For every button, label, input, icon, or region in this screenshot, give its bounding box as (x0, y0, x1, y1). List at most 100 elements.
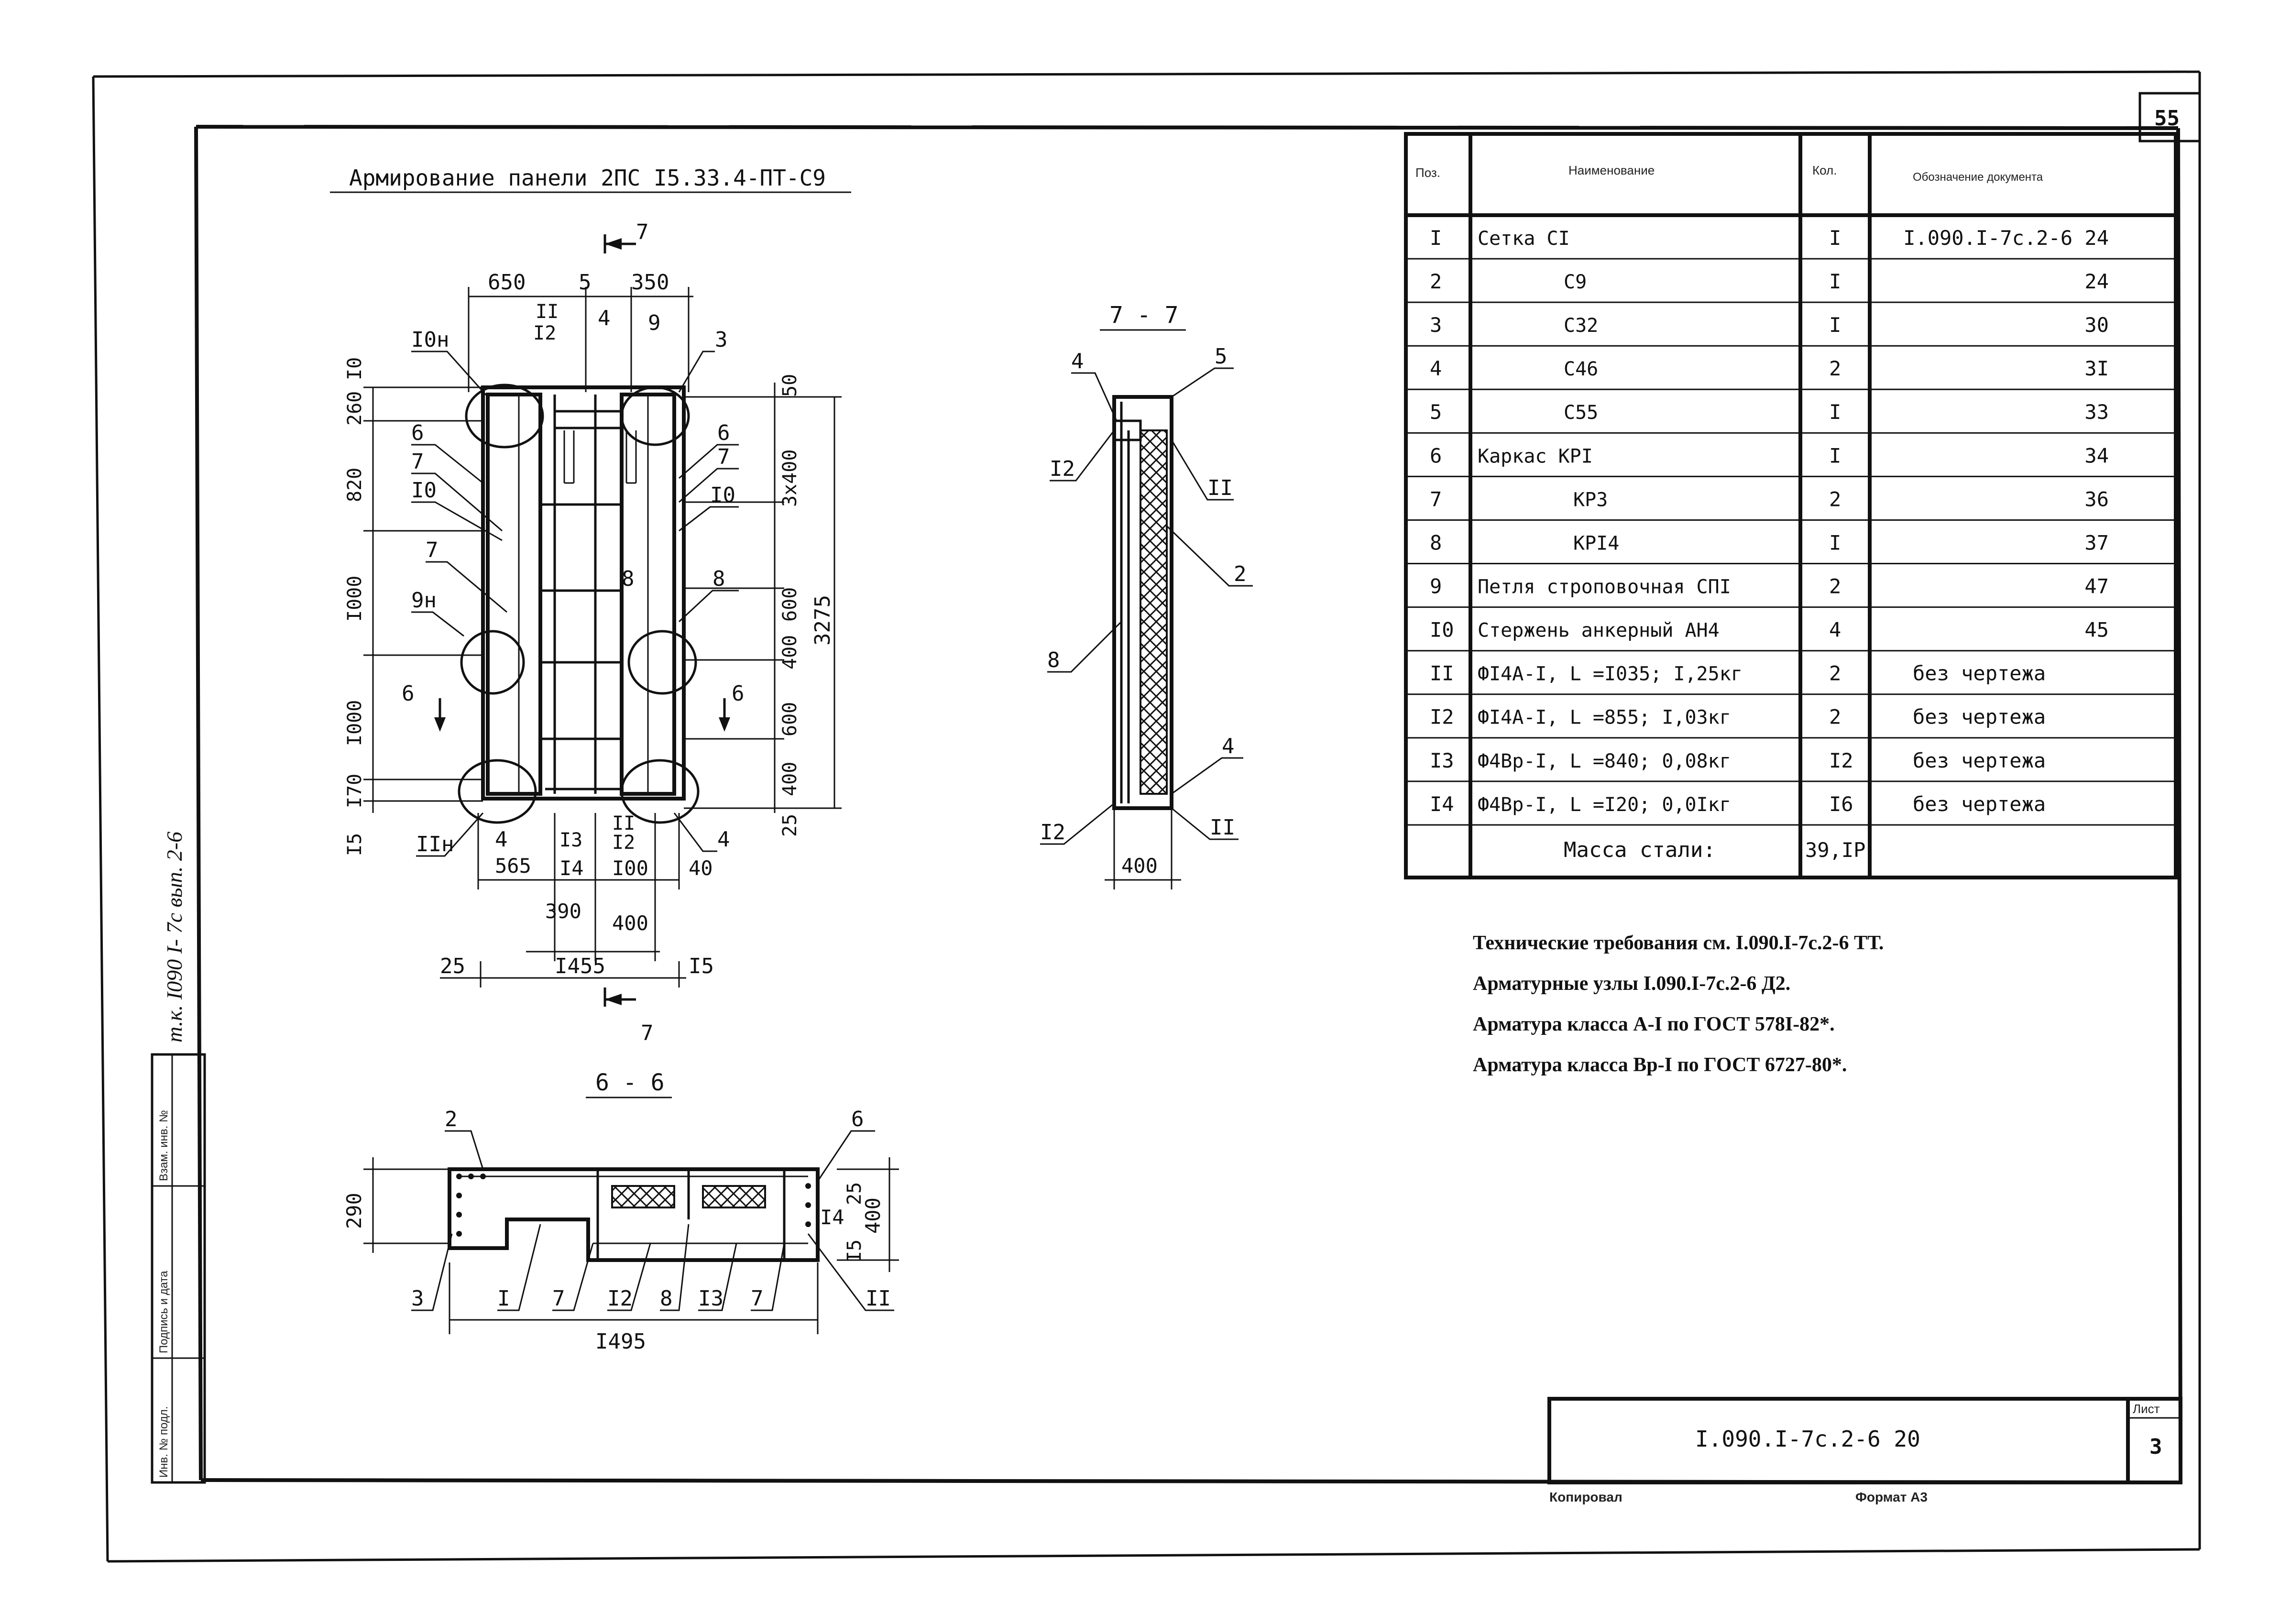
table-cell-pos: 7 (1430, 487, 1442, 511)
callout-I2-top: I2 (533, 322, 556, 344)
s66-label-I: I (497, 1286, 510, 1311)
table-header-doc: Обозначение документа (1913, 171, 2043, 184)
table-total-label: Масса стали: (1564, 838, 1716, 862)
table-cell-qty: 2 (1829, 705, 1841, 729)
dim-left-1000a: I000 (344, 576, 366, 622)
callout-I0-right: I0 (710, 483, 735, 507)
s77-label-2: 2 (1234, 562, 1247, 586)
dim-overall-width: I455 (555, 954, 605, 978)
table-cell-qty: I6 (1829, 792, 1853, 816)
dim-bottom-100: I00 (612, 856, 648, 880)
table-cell-qty: I (1829, 226, 1841, 250)
left-margin-stamp: Инв. № подл. Подпись и дата Взам. инв. № (151, 1053, 206, 1484)
callout-9-top: 9 (648, 311, 661, 335)
callout-6-left: 6 (411, 421, 424, 445)
table-cell-name: C32 (1564, 315, 1598, 337)
dim-edge-left: 25 (440, 954, 465, 978)
note-3: Арматура класса А-I по ГОСТ 578I-82*. (1473, 1013, 1835, 1035)
s66-dim-400: 400 (861, 1197, 885, 1234)
title-block-sheet-label: Лист (2133, 1402, 2160, 1416)
section66-title: 6 - 6 (595, 1069, 665, 1096)
table-cell-doc: без чертежа (1913, 705, 2046, 729)
table-cell-qty: 2 (1829, 487, 1841, 511)
table-total-value: 39,IP (1805, 838, 1865, 862)
s66-label-I2: I2 (607, 1286, 633, 1311)
table-cell-pos: 4 (1430, 357, 1442, 380)
dim-top-5: 5 (579, 270, 592, 295)
table-header-pos: Поз. (1415, 165, 1440, 180)
s66-label-I5: I5 (844, 1240, 866, 1262)
table-cell-doc: 33 (2084, 400, 2109, 424)
table-cell-name: Ф4Вр-I, L =840; 0,08кг (1478, 750, 1731, 772)
callout-3-top: 3 (715, 328, 728, 352)
table-cell-name: ФI4А-I, L =I035; I,25кг (1478, 663, 1743, 685)
s66-label-8: 8 (660, 1286, 673, 1311)
table-cell-name: Сетка CI (1478, 228, 1570, 250)
table-header-qty: Кол. (1812, 163, 1837, 177)
callout-4-bottom-left: 4 (495, 827, 508, 852)
dim-overall-height: 3275 (811, 595, 835, 646)
table-cell-name: C55 (1564, 402, 1598, 424)
table-cell-pos: II (1430, 662, 1454, 685)
cut6-label-left: 6 (402, 681, 415, 706)
table-cell-name: КРI4 (1573, 532, 1619, 554)
callout-I2-bottom: I2 (612, 832, 635, 854)
table-cell-qty: 2 (1829, 574, 1841, 598)
table-cell-name: Петля строповочная СПI (1478, 576, 1731, 598)
dim-right-600a: 600 (779, 587, 801, 622)
dim-left-1000b: I000 (344, 700, 366, 746)
table-cell-pos: I3 (1430, 749, 1454, 772)
s66-label-6: 6 (851, 1107, 864, 1131)
table-cell-qty: 4 (1829, 618, 1841, 642)
table-cell-qty: I (1829, 400, 1841, 424)
dim-top-350: 350 (631, 270, 669, 295)
dim-right-3x400: 3x400 (779, 450, 801, 507)
callout-4-bottom-right: 4 (717, 827, 730, 852)
spec-table: Поз. Наименование Кол. Обозначение докум… (1404, 132, 2178, 879)
callout-4-top: 4 (598, 306, 611, 330)
s66-label-7b: 7 (751, 1286, 764, 1311)
callout-7-right: 7 (717, 445, 730, 469)
s66-dim-290: 290 (342, 1193, 366, 1229)
cut-label-bottom: 7 (641, 1021, 654, 1045)
table-cell-name: Стержень анкерный АН4 (1478, 620, 1720, 642)
dim-bottom-390: 390 (545, 900, 581, 923)
title-block: I.090.I-7с.2-6 20 Лист 3 (1547, 1397, 2182, 1484)
note-1: Технические требования см. I.090.I-7с.2-… (1473, 932, 1884, 954)
plan-view: 7 7 6 6 650 5 350 I0 260 820 I000 I000 I… (344, 220, 842, 1045)
table-cell-pos: 5 (1430, 400, 1442, 424)
dim-left-10: I0 (344, 357, 366, 380)
table-cell-qty: I (1829, 444, 1841, 467)
table-cell-qty: 2 (1829, 357, 1841, 380)
s66-label-II: II (866, 1286, 891, 1311)
table-cell-pos: I0 (1430, 618, 1454, 642)
section77-title: 7 - 7 (1109, 302, 1179, 329)
s66-label-7a: 7 (552, 1286, 565, 1311)
callout-I0-left: I0 (411, 478, 437, 503)
page-number-box: 55 (2138, 92, 2201, 143)
s66-dim-25: 25 (844, 1182, 866, 1205)
table-header-name: Наименование (1568, 163, 1655, 177)
dim-bottom-565: 565 (495, 854, 531, 878)
footer-format: Формат А3 (1855, 1490, 1928, 1504)
table-cell-name: C46 (1564, 358, 1598, 380)
dim-top-650: 650 (488, 270, 526, 295)
table-cell-qty: I2 (1829, 749, 1853, 772)
side-note: т.к. I090 I- 7с вып. 2-6 (162, 832, 186, 1042)
footer-copied: Копировал (1549, 1490, 1622, 1504)
table-cell-name: C9 (1564, 271, 1587, 293)
table-cell-pos: 8 (1430, 531, 1442, 554)
table-cell-doc: 30 (2084, 313, 2109, 337)
title-block-code: I.090.I-7с.2-6 20 (1695, 1426, 1920, 1452)
callout-II-top: II (536, 301, 559, 323)
table-cell-pos: I2 (1430, 705, 1454, 729)
s66-label-2: 2 (445, 1107, 458, 1131)
table-cell-doc: 3I (2084, 357, 2109, 380)
stamp-inventory-label: Инв. № подл. (157, 1406, 170, 1478)
s66-dim-1495: I495 (595, 1329, 646, 1354)
s77-label-5: 5 (1215, 344, 1228, 369)
inner-border (194, 125, 2182, 1484)
table-cell-pos: 3 (1430, 313, 1442, 337)
note-2: Арматурные узлы I.090.I-7с.2-6 Д2. (1473, 973, 1790, 995)
